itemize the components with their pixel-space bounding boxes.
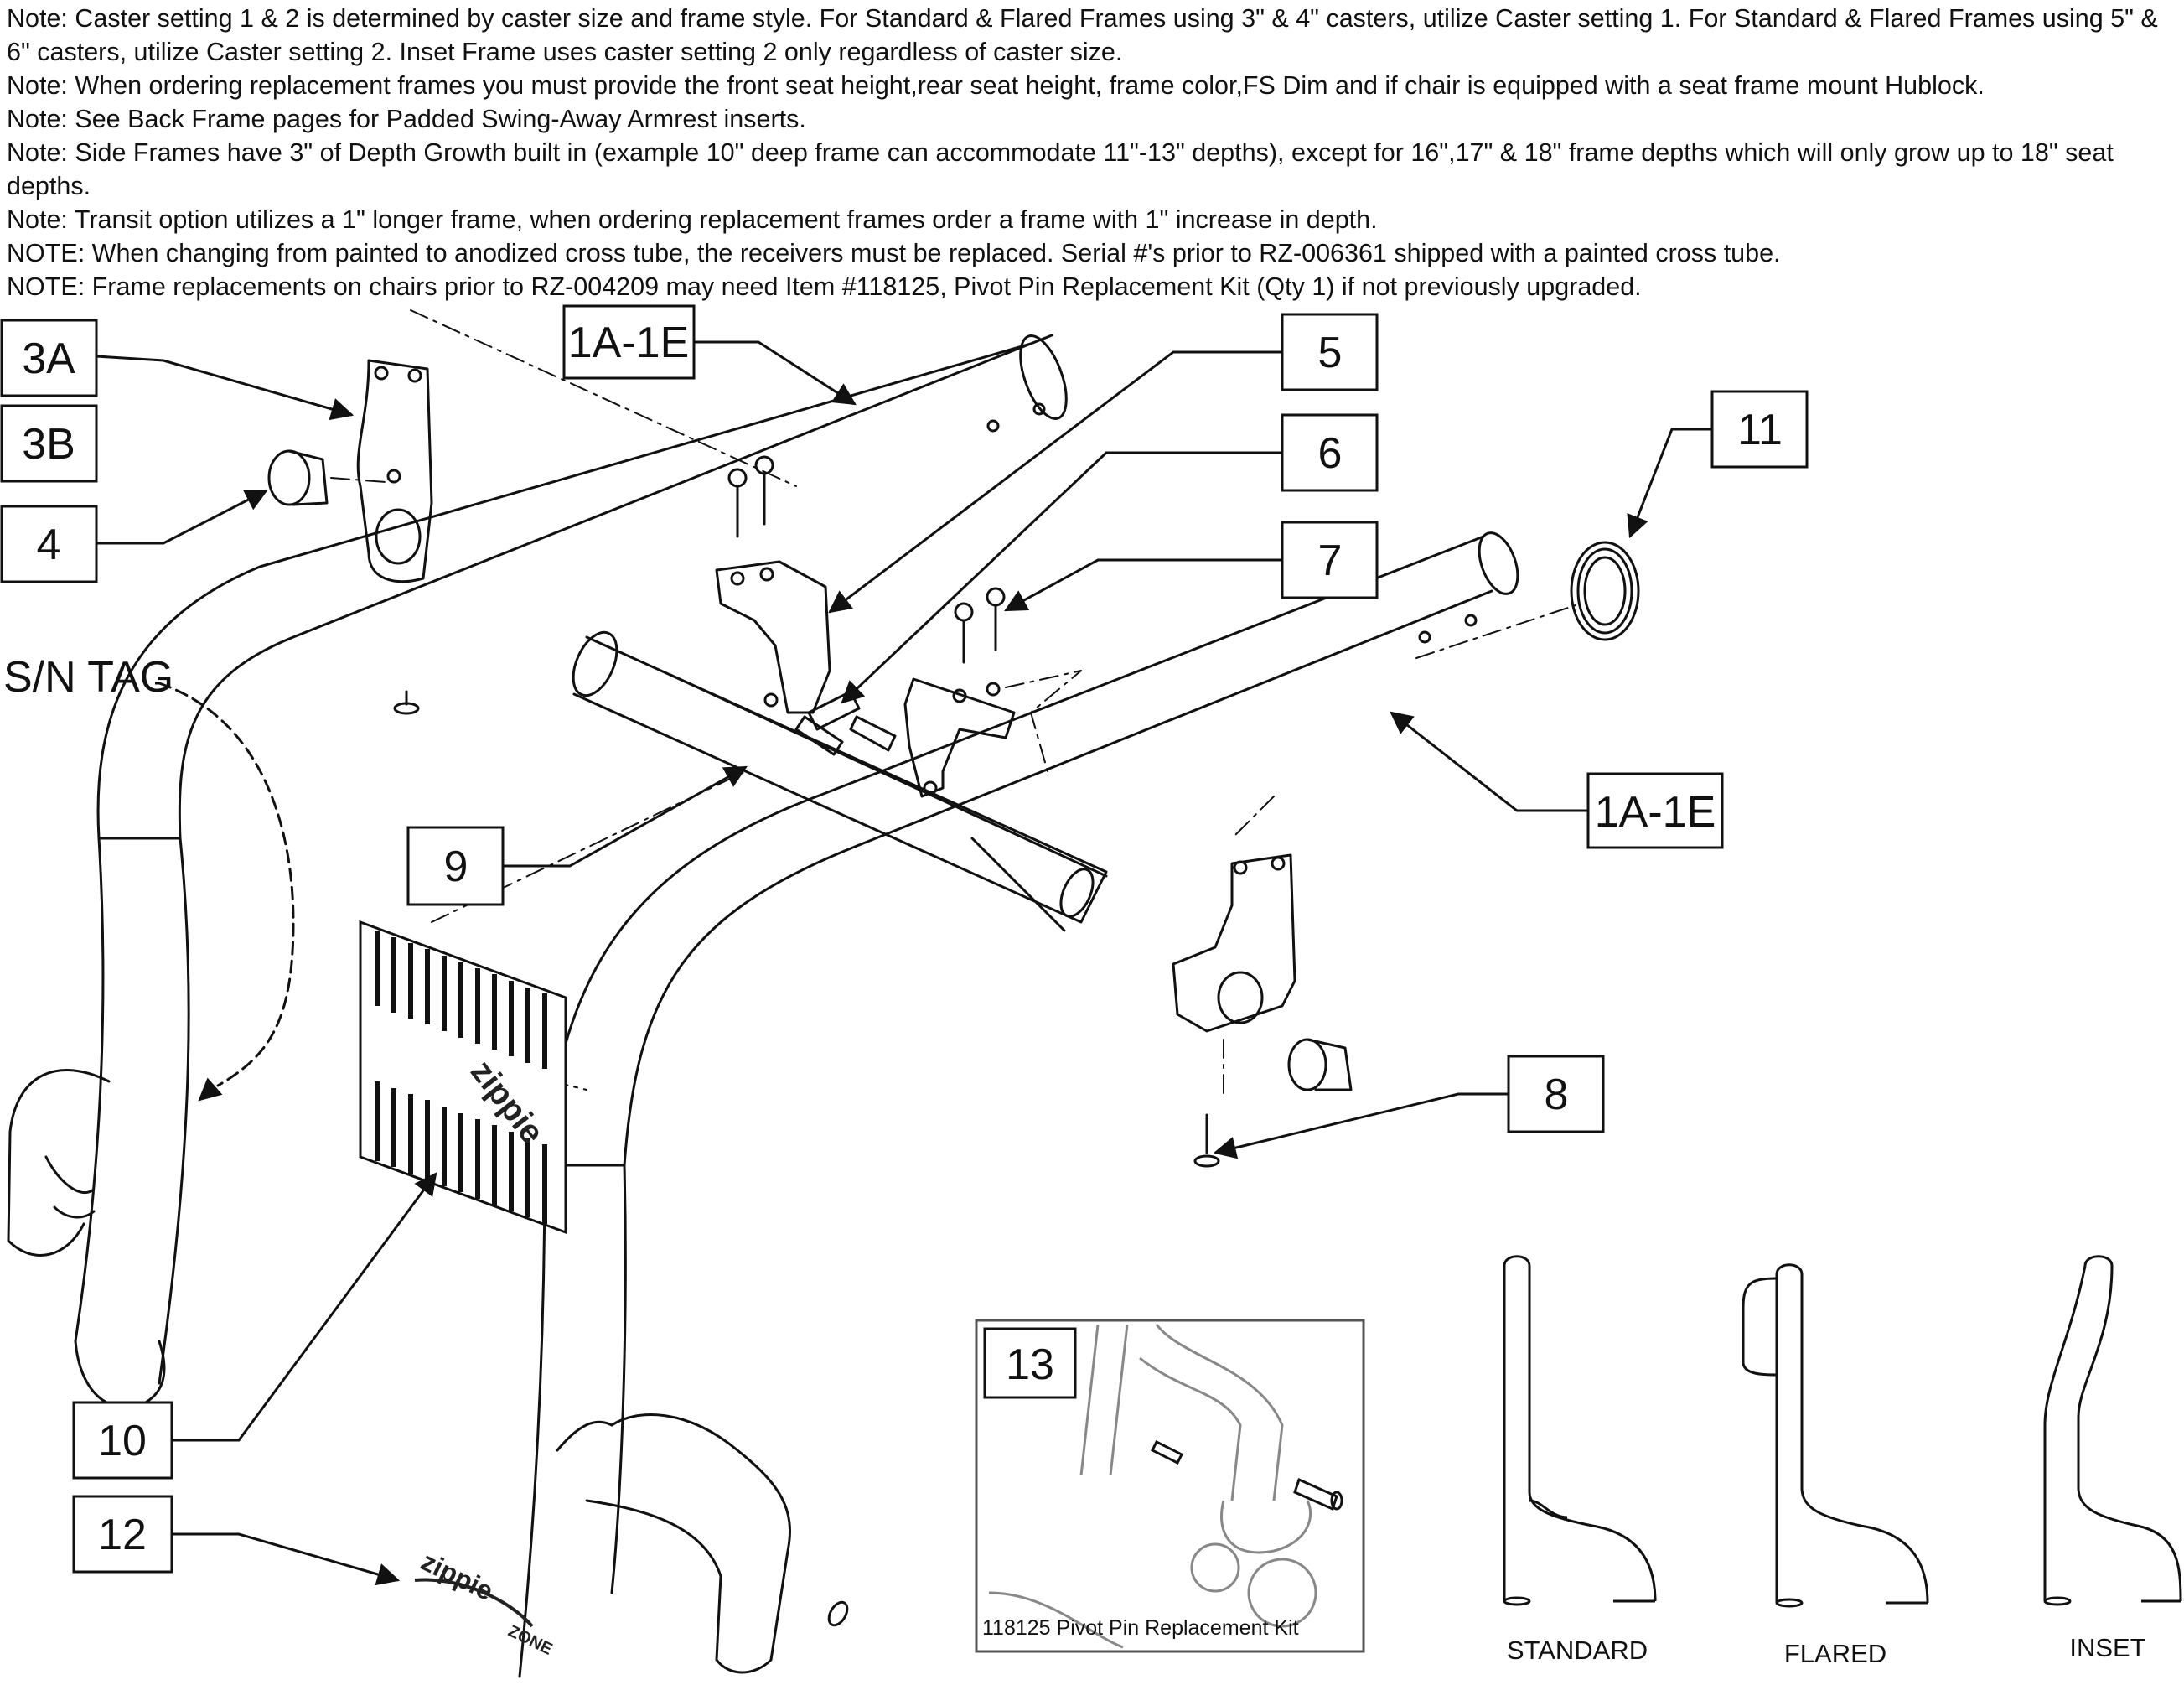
- zippie-zone-sticker: zippie ZONE: [414, 1546, 556, 1659]
- right-footrest-tube: [556, 1413, 849, 1674]
- variant-standard-label: STANDARD: [1507, 1636, 1648, 1665]
- pivot-pin-inset: 13 118125 Pivot Pin Replacement Kit: [975, 1319, 1365, 1653]
- pivot-pin-parts: [1150, 1439, 1343, 1511]
- left-footrest-tube: [7, 1069, 166, 1409]
- sn-tag-guide: [158, 682, 295, 1087]
- note-cross-tube: NOTE: When changing from painted to anod…: [7, 239, 1781, 267]
- variant-flared-label: FLARED: [1784, 1639, 1886, 1668]
- callout-8-label: 8: [1545, 1071, 1569, 1119]
- zippie-decal: zippie: [359, 920, 567, 1235]
- bushings: [267, 449, 1640, 1091]
- note-armrest-inserts: Note: See Back Frame pages for Padded Sw…: [7, 105, 806, 133]
- receiver-clamp-right-centre: [903, 677, 1016, 798]
- callout-1a-1e-right: 1A-1E: [1586, 772, 1724, 849]
- callout-9-label: 9: [444, 842, 468, 891]
- callout-5-label: 5: [1318, 329, 1343, 377]
- callout-6-label: 6: [1318, 429, 1343, 478]
- variant-inset-label: INSET: [2069, 1633, 2145, 1662]
- note-replacement-frames: Note: When ordering replacement frames y…: [7, 71, 1985, 100]
- callout-leaders: [96, 340, 1712, 1586]
- pivot-pin-caption: 118125 Pivot Pin Replacement Kit: [982, 1616, 1299, 1640]
- note-transit-option: Note: Transit option utilizes a 1" longe…: [7, 205, 1378, 234]
- note-caster-setting: Note: Caster setting 1 & 2 is determined…: [7, 4, 2158, 66]
- callout-1a-1e-top: 1A-1E: [562, 304, 696, 380]
- callout-1a-1e-right-label: 1A-1E: [1595, 788, 1716, 837]
- receiver-clamp-right: [1172, 853, 1296, 1033]
- frame-drawing: [7, 309, 1640, 1678]
- callout-7: 7: [1281, 521, 1379, 599]
- callout-1a-1e-top-label: 1A-1E: [568, 319, 690, 367]
- set-screws: [794, 690, 897, 756]
- sn-tag-arrow: [198, 1077, 223, 1102]
- callout-13-label: 13: [1006, 1340, 1054, 1389]
- callout-10: 10: [72, 1401, 173, 1480]
- note-depth-growth: Note: Side Frames have 3" of Depth Growt…: [7, 138, 2114, 200]
- callout-11: 11: [1710, 390, 1809, 469]
- callout-3a-label: 3A: [22, 334, 75, 383]
- screws: [393, 455, 1220, 1168]
- variant-standard: STANDARD: [1503, 1255, 1657, 1665]
- receiver-clamp-left: [356, 359, 433, 583]
- callout-8: 8: [1507, 1055, 1605, 1133]
- left-side-frame: [74, 334, 1068, 1385]
- sticker-brand-text: zippie: [417, 1546, 498, 1606]
- callout-3b: 3B: [0, 404, 98, 483]
- notes-block: Note: Caster setting 1 & 2 is determined…: [7, 2, 2177, 303]
- callout-5: 5: [1281, 313, 1379, 391]
- callout-6: 6: [1281, 413, 1379, 492]
- callout-10-label: 10: [98, 1417, 147, 1465]
- callout-7-label: 7: [1318, 537, 1343, 585]
- callout-11-label: 11: [1737, 406, 1783, 454]
- sticker-sub-text: ZONE: [505, 1622, 556, 1659]
- note-pivot-pin-kit: NOTE: Frame replacements on chairs prior…: [7, 272, 1642, 301]
- callout-4-label: 4: [37, 521, 61, 569]
- callout-9: 9: [406, 826, 505, 906]
- receiver-clamp-centre: [715, 560, 831, 714]
- variant-flared: FLARED: [1742, 1263, 1929, 1668]
- callout-12: 12: [72, 1495, 173, 1574]
- cross-tube: [572, 630, 1108, 932]
- pivot-pin-drawing: [988, 1324, 1317, 1649]
- callout-3b-label: 3B: [22, 420, 75, 469]
- sn-tag-label: S/N TAG: [3, 653, 173, 702]
- variant-inset: INSET: [2043, 1255, 2182, 1662]
- callout-4: 4: [0, 505, 98, 583]
- callout-3a: 3A: [0, 319, 98, 397]
- callout-12-label: 12: [98, 1511, 147, 1559]
